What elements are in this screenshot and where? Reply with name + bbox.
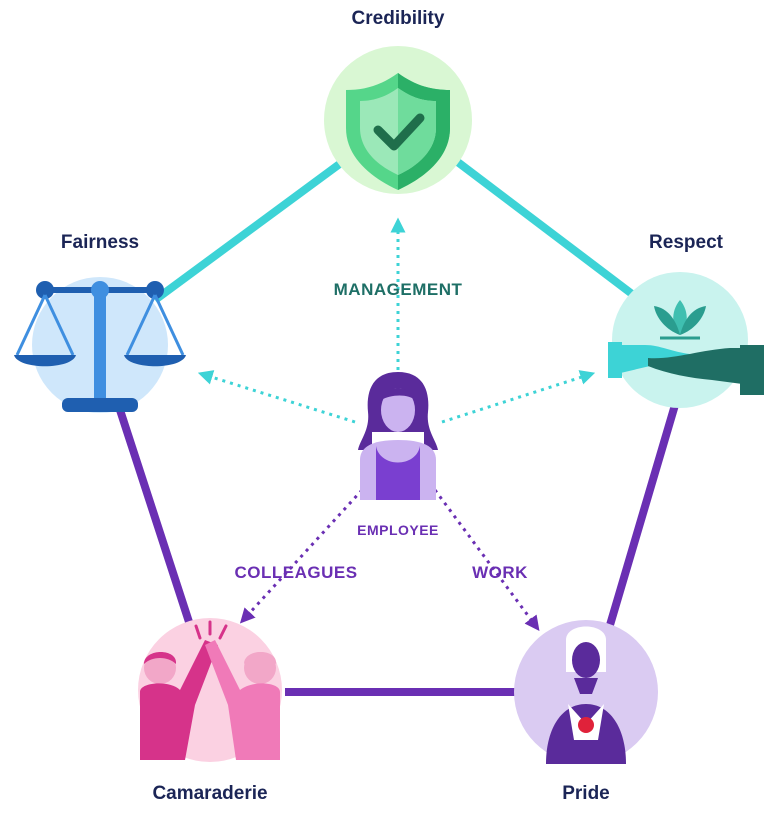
scales-icon bbox=[14, 277, 186, 413]
employee-label: EMPLOYEE bbox=[357, 522, 439, 538]
node-label-pride: Pride bbox=[562, 783, 610, 804]
node-label-camaraderie: Camaraderie bbox=[152, 783, 268, 804]
arrow-to-fairness bbox=[197, 370, 356, 424]
medal-icon bbox=[514, 620, 658, 764]
edge-credibility-respect bbox=[452, 156, 643, 304]
credibility-icon bbox=[324, 46, 472, 194]
relation-label-management: MANAGEMENT bbox=[333, 280, 463, 299]
arrow-to-pride bbox=[433, 489, 540, 632]
node-label-credibility: Credibility bbox=[351, 8, 445, 29]
relation-label-colleagues: COLLEAGUES bbox=[234, 563, 358, 582]
arrow-to-respect bbox=[441, 370, 596, 424]
edge-credibility-fairness bbox=[152, 156, 348, 304]
edge-respect-pride bbox=[606, 403, 679, 627]
relation-label-work: WORK bbox=[472, 563, 528, 582]
edge-fairness-camaraderie bbox=[116, 408, 194, 627]
node-label-respect: Respect bbox=[649, 232, 723, 253]
high-five-icon bbox=[138, 618, 282, 762]
employee-icon bbox=[358, 372, 438, 500]
node-label-fairness: Fairness bbox=[60, 232, 140, 253]
arrow-to-camaraderie bbox=[239, 488, 364, 624]
hands-lotus-icon bbox=[608, 272, 764, 408]
